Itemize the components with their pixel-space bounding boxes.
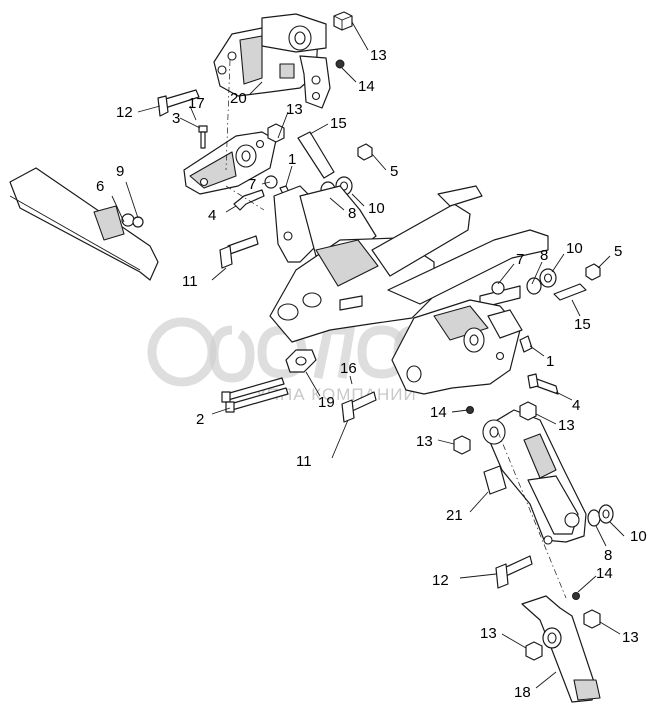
- callout-13-bottom-left: 13: [480, 625, 497, 642]
- pin-part-12-top: [157, 89, 200, 117]
- grease-nipple-part-14-top: [335, 59, 345, 69]
- nut-part-13-lower-left: [453, 435, 471, 455]
- callout-2: 2: [196, 411, 204, 428]
- plate-part-15-right: [553, 283, 587, 301]
- pin-part-12-lower: [495, 555, 533, 589]
- bolt-part-3: [198, 125, 208, 149]
- callout-8-lower: 8: [604, 547, 612, 564]
- link-part-18: [521, 595, 601, 703]
- nut-part-5-top: [357, 143, 373, 161]
- bolt-part-1-right: [519, 335, 533, 353]
- callout-21: 21: [446, 507, 463, 524]
- callout-11-left: 11: [182, 273, 198, 290]
- upper-bracket-part-20: [213, 13, 331, 109]
- nut-part-13-top: [333, 11, 353, 31]
- callout-8-right: 8: [540, 247, 548, 264]
- callout-5-top: 5: [390, 163, 398, 180]
- bolt-part-4-top: [233, 189, 265, 211]
- callout-6: 6: [96, 178, 104, 195]
- callout-1-top: 1: [288, 151, 296, 168]
- callout-11-lower: 11: [296, 453, 312, 470]
- callout-14-top: 14: [358, 78, 375, 95]
- callout-14-mid: 14: [430, 404, 447, 421]
- grease-nipple-part-14-lower: [572, 592, 580, 600]
- callout-5-right: 5: [614, 243, 622, 260]
- nut-part-13-mid: [267, 123, 285, 143]
- callout-17: 17: [188, 95, 205, 112]
- callout-3: 3: [172, 110, 180, 127]
- callout-15-top: 15: [330, 115, 347, 132]
- callout-10-top: 10: [368, 200, 385, 217]
- pin-part-11-lower: [341, 391, 377, 423]
- callout-7-right: 7: [516, 251, 524, 268]
- callout-7-top: 7: [248, 176, 256, 193]
- main-frame: [269, 185, 549, 395]
- washers-part-8-10-right: [526, 268, 557, 295]
- callout-13-mid: 13: [286, 101, 303, 118]
- nut-part-5-right: [585, 263, 601, 281]
- callout-13-top: 13: [370, 47, 387, 64]
- lower-bracket-part-21: [482, 409, 587, 545]
- callout-13-lower-right: 13: [558, 417, 575, 434]
- plate-part-15-top: [297, 131, 335, 179]
- drawbar-frame-left: [9, 167, 159, 281]
- bolts-part-2: [221, 377, 289, 413]
- callout-10-lower: 10: [630, 528, 647, 545]
- callout-leaders: [111, 21, 625, 689]
- callout-19: 19: [318, 394, 335, 411]
- washer-part-7-top: [264, 175, 278, 189]
- callout-13-bottom-right: 13: [622, 629, 639, 646]
- spacer-part-19: [285, 349, 317, 373]
- bolt-part-4-right: [527, 373, 559, 395]
- callout-labels: 13 14 20 12 17 3 13 15 9 6 1 5 7 4 8 10 …: [96, 47, 647, 701]
- callout-15-right: 15: [574, 316, 591, 333]
- callout-4-top: 4: [208, 207, 216, 224]
- callout-16: 16: [340, 360, 357, 377]
- callout-12-lower: 12: [432, 572, 449, 589]
- pin-part-11-left: [219, 235, 259, 269]
- nut-part-13-bottom-right: [583, 609, 601, 629]
- callout-4-right: 4: [572, 397, 580, 414]
- washer-part-7-right: [491, 281, 505, 295]
- callout-9: 9: [116, 163, 124, 180]
- callout-20: 20: [230, 90, 247, 107]
- callout-8-top: 8: [348, 205, 356, 222]
- nut-part-13-lower-right: [519, 401, 537, 421]
- callout-10-right: 10: [566, 240, 583, 257]
- callout-1-right: 1: [546, 353, 554, 370]
- callout-14-lower: 14: [596, 565, 613, 582]
- callout-12-top: 12: [116, 104, 133, 121]
- callout-18: 18: [514, 684, 531, 701]
- assembly-axes: [225, 59, 567, 599]
- nut-part-13-bottom-left: [525, 641, 543, 661]
- callout-13-lower-left: 13: [416, 433, 433, 450]
- washers-part-8-10-lower: [587, 504, 614, 527]
- mid-bracket-part-17: [183, 131, 277, 195]
